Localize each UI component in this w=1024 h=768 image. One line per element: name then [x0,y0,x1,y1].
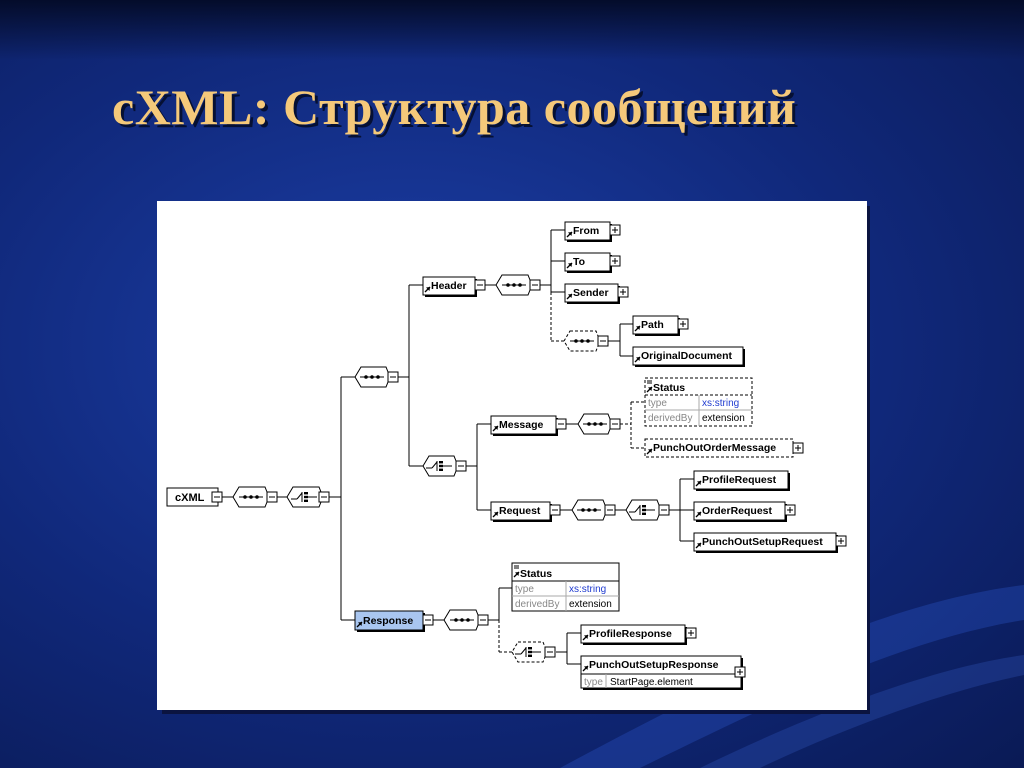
node-request[interactable]: Request [490,501,561,522]
node-punchout-order-message[interactable]: PunchOutOrderMessage [644,438,804,458]
node-sender[interactable]: Sender [564,283,629,304]
attr-key: derivedBy [648,413,692,424]
expand-plus-icon [685,627,697,639]
node-label: Request [499,505,541,517]
node-label: ProfileResponse [589,628,672,640]
schema-diagram-panel: cXML Header From To Sender [157,201,867,710]
attr-value: extension [569,599,612,610]
node-original-document[interactable]: OriginalDocument [632,346,745,367]
node-path[interactable]: Path [632,315,689,336]
node-profile-request[interactable]: ProfileRequest [693,470,790,491]
connector-lines [222,229,694,665]
sequence-compositor-icon [577,413,621,435]
node-order-request[interactable]: OrderRequest [693,501,796,522]
node-label: From [573,225,599,237]
expand-plus-icon [609,255,621,267]
attr-key: type [648,398,667,409]
node-label: PunchOutOrderMessage [653,442,776,454]
choice-compositor-icon [625,499,670,521]
expand-plus-icon [784,504,796,516]
expand-plus-icon [617,286,629,298]
expand-plus-icon [835,535,847,547]
node-label: Status [520,568,552,580]
node-punchout-setup-request[interactable]: PunchOutSetupRequest [693,532,847,553]
node-label: PunchOutSetupRequest [702,536,823,548]
sequence-compositor-icon [443,609,489,631]
slide-title: cXML: Структура сообщений [112,79,797,135]
attribute-list-icon [514,565,519,569]
expand-plus-icon [609,224,621,236]
node-label: OriginalDocument [641,350,733,362]
node-label: Sender [573,287,609,299]
node-from[interactable]: From [564,221,621,242]
node-punchout-setup-response[interactable]: PunchOutSetupResponse type StartPage.ele… [580,655,746,690]
node-label: ProfileRequest [702,474,777,486]
attr-key: type [584,677,603,688]
expand-plus-icon [677,318,689,330]
attr-value: extension [702,413,745,424]
choice-compositor-icon [286,486,330,508]
sequence-compositor-icon [495,274,541,296]
node-label: Header [431,280,467,292]
node-label: OrderRequest [702,505,773,517]
sequence-compositor-icon [563,330,609,352]
node-message-status[interactable]: Status type xs:string derivedBy extensio… [644,377,753,427]
node-label: Message [499,419,544,431]
node-message[interactable]: Message [490,415,567,436]
node-to[interactable]: To [564,252,621,273]
attribute-list-icon [647,380,652,384]
sequence-compositor-icon [571,499,616,521]
node-response[interactable]: Response [354,610,434,632]
choice-compositor-icon [422,455,467,477]
choice-compositor-icon [511,641,556,663]
sequence-compositor-icon [354,366,399,388]
attr-key: derivedBy [515,599,559,610]
node-profile-response[interactable]: ProfileResponse [580,624,697,645]
node-label: Path [641,319,664,331]
attr-key: type [515,584,534,595]
node-label: Response [363,615,413,627]
top-band [0,0,1024,60]
attr-value: xs:string [569,584,606,595]
node-cxml[interactable]: cXML [166,487,223,507]
node-label: To [573,256,585,268]
node-response-status[interactable]: Status type xs:string derivedBy extensio… [511,562,620,612]
attr-value: StartPage.element [610,677,693,688]
node-label: cXML [175,492,205,504]
schema-diagram: cXML Header From To Sender [166,221,847,690]
node-label: PunchOutSetupResponse [589,659,719,671]
node-label: Status [653,382,685,394]
attr-value: xs:string [702,398,739,409]
sequence-compositor-icon [232,486,278,508]
node-header[interactable]: Header [422,276,486,297]
expand-plus-icon [734,666,746,678]
expand-plus-icon [792,442,804,454]
